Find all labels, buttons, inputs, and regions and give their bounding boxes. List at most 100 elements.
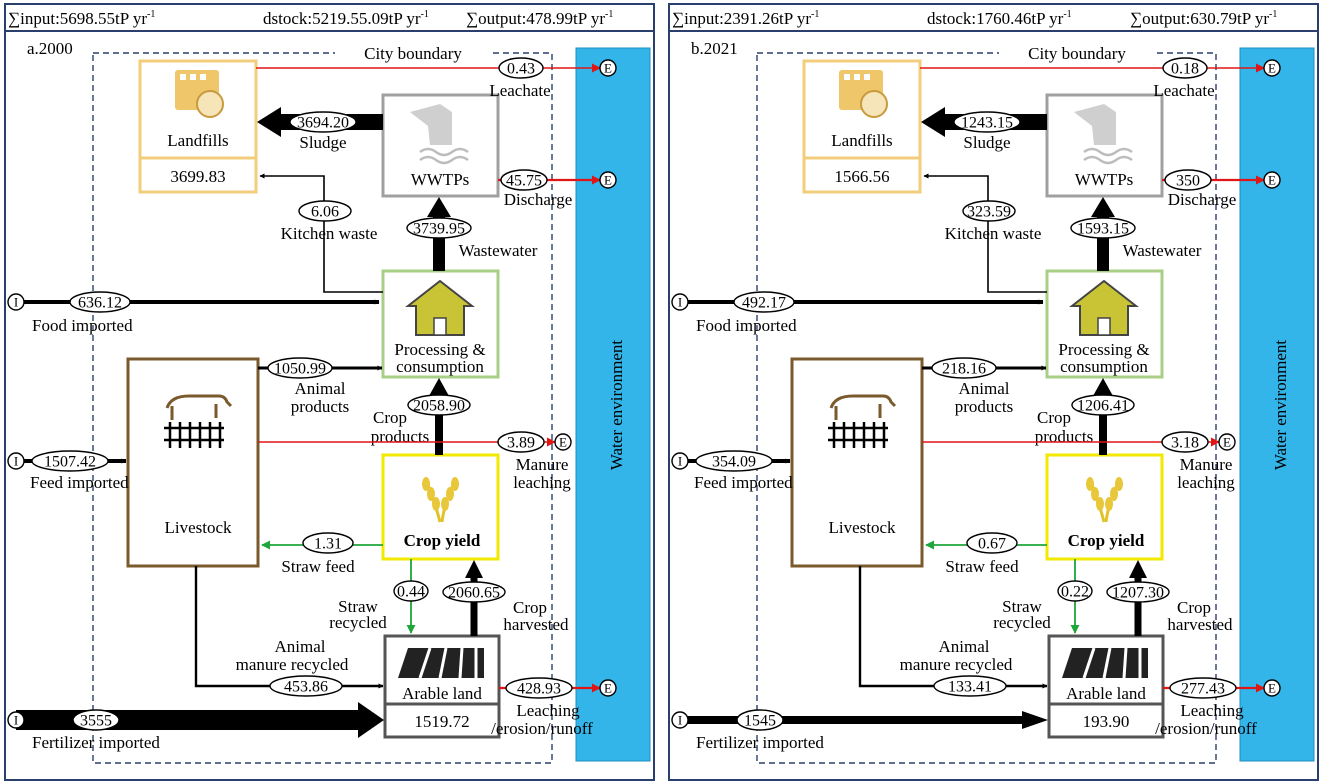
flow-leachate-value-oval: [498, 57, 544, 79]
flow-straw-feed-label: Straw feed: [281, 557, 355, 576]
flow-manure-leaching-label-2: leaching: [1177, 473, 1235, 492]
flow-food-value: 492.17: [733, 291, 795, 313]
node-livestock: Livestock: [790, 357, 924, 568]
flow-straw-recycled-label-1: Straw: [1002, 597, 1042, 616]
export-leachate-circle: [599, 59, 617, 77]
flow-leaching-value: 428.93: [505, 677, 573, 699]
flow-straw-recycled-label-2: recycled: [329, 613, 387, 632]
flow-crop-harvested-value-oval: [442, 581, 506, 603]
flow-fertilizer-value-value: 1545: [744, 713, 776, 730]
summary-dstock: dstock:5219.55.09tP yr-1: [263, 9, 429, 28]
flow-food-label: Food imported: [32, 316, 133, 335]
flow-animal-value-value: 1050.99: [274, 361, 326, 378]
flow-manure-leaching-label-1: Manure: [516, 455, 569, 474]
flow-food-value-oval: [69, 291, 131, 313]
node-livestock: Livestock: [126, 357, 260, 568]
flow-manure-leaching-label-1: Manure: [1180, 455, 1233, 474]
livestock-box: [126, 357, 260, 568]
import-feed-circle: [671, 452, 689, 470]
flow-straw-recycled-value-value: 0.22: [1061, 584, 1089, 601]
arable-stock: 1519.72: [414, 712, 469, 731]
export-discharge: E: [599, 171, 617, 189]
wheat-icon-grain: [1091, 487, 1099, 501]
export-leachate-letter: E: [1268, 61, 1276, 76]
flow-manure-recycled-label-2: manure recycled: [900, 655, 1013, 674]
export-leachate-letter: E: [604, 61, 612, 76]
export-discharge-circle: [1263, 171, 1281, 189]
flow-wastewater-label: Wastewater: [459, 241, 538, 260]
livestock-label: Livestock: [828, 518, 896, 537]
flow-manure-leaching-value-value: 3.89: [507, 435, 535, 452]
flow-animal-value: 1050.99: [267, 357, 333, 379]
processing-label-1: Processing &: [1058, 340, 1149, 359]
import-food-letter: I: [678, 295, 682, 310]
flow-straw-recycled-value-oval: [1057, 580, 1093, 602]
flow-straw-feed-value-value: 1.31: [314, 536, 342, 553]
export-discharge-letter: E: [604, 173, 612, 188]
wwtp-icon-wave: [419, 155, 469, 165]
flow-manure-recycled-value: 133.41: [933, 675, 1007, 697]
flow-leachate-value: 0.43: [498, 57, 544, 79]
flow-discharge-value-oval: [1164, 169, 1212, 191]
water-environment-bar: [1239, 47, 1315, 762]
flow-leachate-value-value: 0.43: [507, 61, 535, 78]
flow-manure-leaching-value: 3.89: [497, 431, 545, 453]
flow-sludge-value-oval: [289, 111, 357, 133]
export-manure-leaching: E: [1218, 433, 1236, 451]
water-environment-label: Water environment: [1271, 340, 1290, 471]
house-icon-door: [1097, 317, 1111, 336]
flow-animal-value: 218.16: [931, 357, 997, 379]
crop-box: [381, 453, 500, 561]
flow-leaching-value: 277.43: [1169, 677, 1237, 699]
export-discharge-letter: E: [1268, 173, 1276, 188]
flow-crop-harvested-value-oval: [1106, 581, 1170, 603]
wwtps-box: [1045, 93, 1164, 198]
flow-leaching-value-value: 277.43: [1181, 681, 1225, 698]
flow-kitchen-label: Kitchen waste: [945, 224, 1042, 243]
node-wwtps: WWTPs: [381, 93, 500, 198]
flow-crop-harvested-label-1: Crop: [1177, 598, 1211, 617]
landfill-icon-waste: [196, 90, 224, 118]
import-fertilizer-letter: I: [678, 713, 682, 728]
import-feed-letter: I: [678, 454, 682, 469]
export-manure-leaching-letter: E: [1223, 435, 1231, 450]
node-crop-yield: Crop yield: [381, 453, 500, 561]
flow-discharge-value-value: 45.75: [506, 173, 542, 190]
flow-straw-recycled-label-2: recycled: [993, 613, 1051, 632]
export-leaching-erosion: E: [599, 679, 617, 697]
crop-yield-label: Crop yield: [1068, 531, 1145, 550]
flow-leachate-label: Leachate: [1153, 81, 1214, 100]
house-icon: [405, 279, 475, 336]
flow-sludge-label: Sludge: [963, 133, 1010, 152]
city-boundary-box: [756, 52, 1217, 764]
flows: E0.18Leachate1243.15SludgeE350Discharge3…: [671, 57, 1281, 752]
wheat-icon-grain: [432, 497, 440, 511]
summary-output: ∑output:630.79tP yr-1: [1130, 9, 1277, 28]
import-food-circle: [7, 293, 25, 311]
flows: E0.43Leachate3694.20SludgeE45.75Discharg…: [7, 57, 617, 752]
arable-stock: 193.90: [1083, 712, 1130, 731]
import-food: I: [671, 293, 689, 311]
processing-label-2: consumption: [396, 357, 484, 376]
flow-fertilizer-imported: [680, 711, 1048, 729]
wheat-icon-grain: [441, 497, 449, 511]
flow-animal-value-oval: [931, 357, 997, 379]
flow-kitchen-label: Kitchen waste: [281, 224, 378, 243]
export-leaching-erosion-letter: E: [604, 681, 612, 696]
wheat-icon-grain: [1096, 497, 1104, 511]
import-food-circle: [671, 293, 689, 311]
flow-straw-feed-value: 1.31: [302, 532, 354, 554]
wwtp-icon: [1074, 104, 1133, 165]
flow-food-value: 636.12: [69, 291, 131, 313]
flow-crop-harvested-value: 2060.65: [442, 581, 506, 603]
water-environment-label: Water environment: [607, 340, 626, 471]
export-discharge-circle: [599, 171, 617, 189]
flow-discharge-label: Discharge: [1168, 190, 1237, 209]
flow-straw-feed-value-value: 0.67: [978, 536, 1006, 553]
flow-manure-leaching-value-value: 3.18: [1171, 435, 1199, 452]
flow-discharge-label: Discharge: [504, 190, 573, 209]
field-icon-furrow: [1102, 647, 1112, 679]
flow-crop-products-value: 2058.90: [407, 394, 471, 416]
